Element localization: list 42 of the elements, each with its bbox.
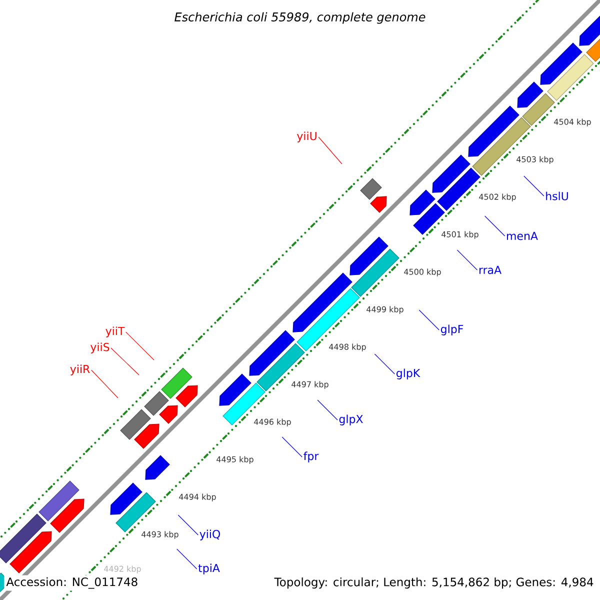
scale-label: 4495 kbp bbox=[216, 456, 254, 464]
scale-label: 4497 kbp bbox=[292, 381, 328, 389]
scale-label: 4501 kbp bbox=[442, 231, 478, 239]
scale-label: 4496 kbp bbox=[254, 418, 291, 426]
scale-label: 4500 kbp bbox=[404, 268, 441, 276]
leader-line bbox=[418, 310, 440, 330]
gene-label: yiiR bbox=[70, 364, 90, 376]
leader-line bbox=[110, 348, 140, 376]
gene-label: glpF bbox=[440, 324, 464, 336]
gene-label: glpX bbox=[339, 414, 363, 426]
scale-label: 4494 kbp bbox=[179, 494, 216, 502]
scale-label: 4502 kbp bbox=[479, 194, 516, 202]
leader-line bbox=[176, 548, 198, 570]
gene-label: yiiU bbox=[297, 132, 316, 142]
scale-label: 4498 kbp bbox=[329, 344, 366, 352]
leader-line bbox=[178, 514, 198, 536]
gene-label: tpiA bbox=[198, 564, 220, 574]
leader-line bbox=[524, 176, 544, 196]
gene-label: hslU bbox=[546, 192, 568, 200]
scale-label: 4493 kbp bbox=[142, 531, 178, 539]
leader-line bbox=[456, 250, 478, 270]
leader-line bbox=[126, 332, 154, 360]
leader-line bbox=[484, 216, 506, 236]
scale-label: 4492 kbp bbox=[104, 566, 141, 574]
gene-label: menA bbox=[507, 232, 538, 240]
gene-label: rraA bbox=[479, 266, 502, 274]
leader-line bbox=[282, 436, 302, 458]
gene-label: fpr bbox=[304, 452, 319, 462]
genome-info-text: Topology: circular; Length: 5,154,862 bp; Genes: 4,984 bbox=[272, 575, 596, 591]
leader-line bbox=[91, 370, 118, 398]
scale-label: 4503 kbp bbox=[516, 156, 554, 164]
leader-line bbox=[317, 400, 338, 420]
gene-label: glpK bbox=[396, 368, 420, 380]
leader-line bbox=[374, 354, 395, 374]
scale-label: 4504 kbp bbox=[554, 118, 591, 126]
scale-label: 4499 kbp bbox=[366, 306, 404, 314]
accession-text: Accession: NC_011748 bbox=[4, 575, 140, 591]
leader-line bbox=[318, 136, 342, 164]
gene-label: yiiQ bbox=[200, 530, 220, 540]
gene-label: yiiT bbox=[106, 326, 125, 338]
title: Escherichia coli 55989, complete genome bbox=[174, 12, 426, 24]
gene-label: yiiS bbox=[90, 342, 110, 354]
